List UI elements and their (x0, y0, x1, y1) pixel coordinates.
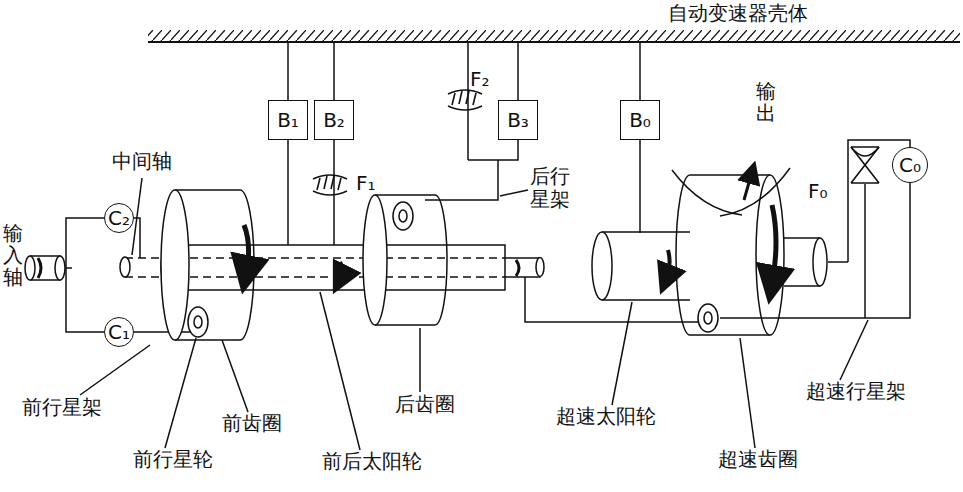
part-label: 自动变速器壳体 (668, 2, 808, 25)
brake-box: B₃ (498, 100, 538, 140)
part-label: 后行星架 (530, 165, 572, 211)
brake-box: B₂ (314, 100, 354, 140)
part-label: 中间轴 (112, 150, 172, 173)
part-label: F₀ (808, 180, 828, 203)
clutch-circle: C₂ (104, 203, 134, 233)
part-label: 超速齿圈 (718, 448, 798, 471)
part-code: C₀ (899, 153, 921, 177)
clutch-circle: C₁ (104, 317, 134, 347)
part-label: 前后太阳轮 (322, 450, 422, 473)
part-label: 前行星架 (22, 396, 102, 419)
part-label: 超速太阳轮 (556, 405, 656, 428)
part-code: C₁ (108, 320, 130, 344)
part-label: 前齿圈 (222, 412, 282, 435)
part-label: F₂ (470, 68, 490, 91)
connector-line (66, 218, 104, 332)
brake-box: B₁ (268, 100, 308, 140)
part-label: 输入轴 (3, 222, 23, 288)
part-label: 前行星轮 (133, 448, 213, 471)
part-label: F₁ (356, 172, 376, 195)
part-label: 后齿圈 (395, 393, 455, 416)
brake-box: B₀ (620, 100, 660, 140)
part-code: B₂ (323, 108, 345, 132)
part-code: C₂ (108, 206, 130, 230)
part-code: B₀ (629, 108, 651, 132)
part-code: B₃ (507, 108, 529, 132)
part-code: B₁ (277, 108, 299, 132)
clutch-circle: C₀ (892, 147, 928, 183)
part-label: 输出 (756, 80, 776, 124)
part-label: 超速行星架 (806, 380, 906, 403)
